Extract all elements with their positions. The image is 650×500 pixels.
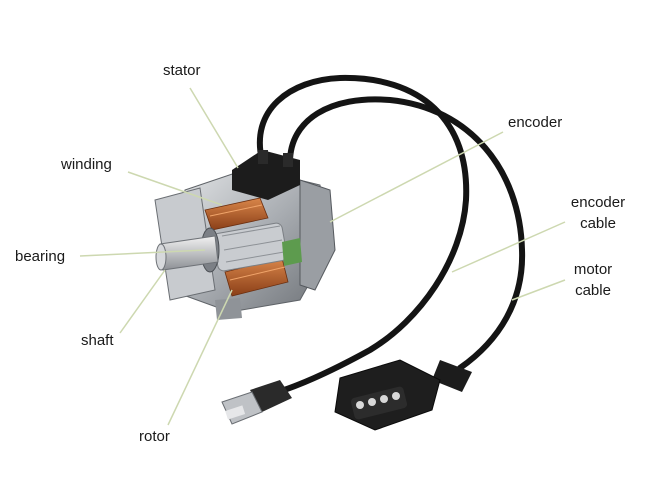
label-stator: stator (163, 62, 201, 79)
encoder-connector (221, 380, 292, 425)
stator-winding (204, 197, 289, 297)
leader-winding (127, 171, 223, 206)
shaft (155, 235, 219, 271)
label-winding: winding (61, 156, 112, 173)
leader-shaft (119, 269, 166, 334)
encoder-cable (257, 74, 470, 395)
label-encoder-cable-line2: cable (580, 215, 616, 232)
leader-motor-cable (511, 279, 566, 301)
label-motor-cable: motor cable (560, 259, 626, 301)
leader-rotor (167, 289, 233, 426)
leader-encoder-cable (451, 221, 566, 273)
label-motor-cable-line1: motor (573, 261, 613, 278)
leader-bearing (79, 249, 206, 257)
label-encoder-cable: encoder cable (560, 192, 636, 234)
label-encoder-cable-line1: encoder (570, 194, 626, 211)
label-rotor: rotor (139, 428, 170, 445)
leader-lines (79, 87, 566, 426)
label-shaft: shaft (81, 332, 114, 349)
leader-encoder (329, 131, 504, 223)
motor-cable (287, 96, 526, 371)
label-encoder: encoder (508, 114, 563, 131)
label-bearing: bearing (15, 248, 66, 265)
green-board (282, 238, 302, 266)
label-motor-cable-line2: cable (575, 282, 611, 299)
leader-stator (189, 87, 239, 169)
motor-connector (334, 359, 472, 431)
